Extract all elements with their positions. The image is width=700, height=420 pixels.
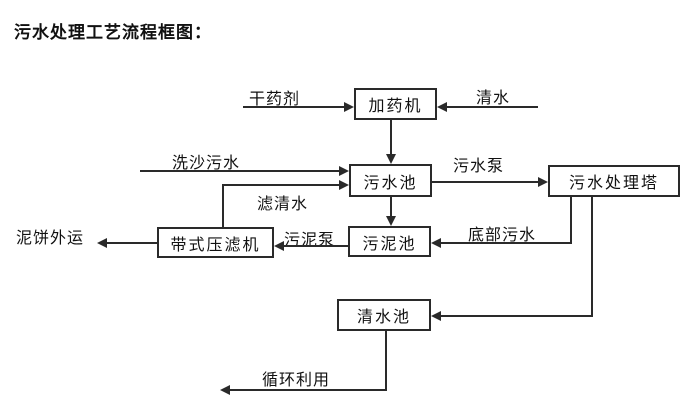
edge-line-sewage-pump bbox=[432, 181, 538, 183]
edge-line-bottom-sewage-vertical bbox=[570, 197, 572, 244]
arrowhead-left-icon bbox=[437, 102, 447, 112]
edge-line-recycle-horizontal bbox=[230, 389, 387, 391]
edge-line-sewagepool-to-sludgepool bbox=[390, 197, 392, 217]
arrowhead-down-icon bbox=[386, 216, 396, 226]
node-clear-water-pool: 清水池 bbox=[337, 299, 431, 331]
edge-label-sand-washing-sewage: 洗沙污水 bbox=[172, 155, 241, 172]
edge-line-sludge-pump bbox=[284, 245, 348, 247]
edge-line-filtered-water-horizontal bbox=[222, 184, 339, 186]
arrowhead-left-icon bbox=[220, 385, 230, 395]
edge-line-dosing-to-sewagepool bbox=[390, 120, 392, 155]
edge-label-mud-cake-out: 泥饼外运 bbox=[16, 230, 85, 247]
edge-line-sand-washing bbox=[140, 170, 339, 172]
edge-line-bottom-sewage-horizontal bbox=[441, 242, 572, 244]
edge-label-clear-water: 清水 bbox=[476, 90, 511, 107]
edge-line-filtered-water-vertical bbox=[222, 184, 224, 228]
arrowhead-left-icon bbox=[274, 241, 284, 251]
arrowhead-right-icon bbox=[339, 166, 349, 176]
edge-label-sludge-pump: 污泥泵 bbox=[284, 232, 336, 249]
edge-label-filtered-clear-water: 滤清水 bbox=[257, 196, 309, 213]
edge-line-tower-to-clearpool-horizontal bbox=[441, 315, 593, 317]
edge-line-mud-cake-out bbox=[107, 242, 157, 244]
edge-line-recycle-vertical bbox=[385, 331, 387, 391]
node-belt-filter-press: 带式压滤机 bbox=[157, 227, 274, 258]
node-sewage-pool: 污水池 bbox=[349, 164, 432, 197]
arrowhead-right-icon bbox=[344, 102, 354, 112]
arrowhead-right-icon bbox=[339, 180, 349, 190]
arrowhead-left-icon bbox=[97, 238, 107, 248]
edge-line-dry-agent bbox=[243, 106, 344, 108]
edge-line-tower-to-clearpool-vertical bbox=[591, 197, 593, 317]
arrowhead-right-icon bbox=[538, 177, 548, 187]
page-title: 污水处理工艺流程框图： bbox=[14, 23, 212, 42]
node-sludge-pool: 污泥池 bbox=[348, 226, 431, 257]
edge-label-sewage-pump: 污水泵 bbox=[453, 158, 505, 175]
arrowhead-left-icon bbox=[431, 311, 441, 321]
arrowhead-down-icon bbox=[386, 154, 396, 164]
node-dosing-machine: 加药机 bbox=[354, 88, 437, 120]
node-sewage-treatment-tower: 污水处理塔 bbox=[548, 165, 680, 197]
edge-line-clear-water bbox=[447, 106, 538, 108]
edge-label-dry-agent: 干药剂 bbox=[249, 91, 301, 108]
arrowhead-left-icon bbox=[431, 238, 441, 248]
edge-label-bottom-sewage: 底部污水 bbox=[468, 227, 537, 244]
edge-label-recycle-use: 循环利用 bbox=[262, 372, 331, 389]
